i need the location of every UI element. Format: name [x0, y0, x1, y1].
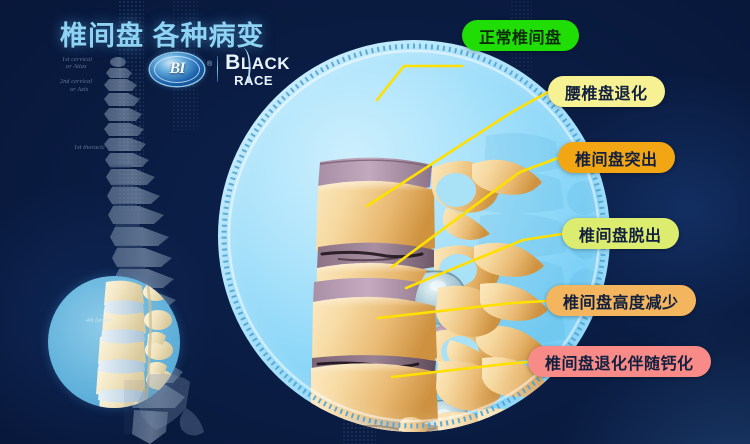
- healthy-spine-inset: 4th lumbar 5 S: [48, 276, 180, 408]
- inset-note: 5: [97, 368, 100, 374]
- spine-note: 1st thoracic: [74, 145, 105, 151]
- label-disc-degeneration-calcification[interactable]: 椎间盘退化伴随钙化: [528, 346, 711, 377]
- label-disc-protrusion[interactable]: 椎间盘突出: [558, 142, 675, 173]
- label-disc-height-loss[interactable]: 椎间盘高度减少: [546, 285, 696, 316]
- label-disc-extrusion[interactable]: 椎间盘脱出: [562, 218, 679, 249]
- logo-divider: [217, 56, 219, 82]
- spine-note: or Axis: [70, 87, 89, 93]
- healthy-lumbar-illustration: [96, 276, 174, 408]
- brand-emblem-icon: BI: [150, 52, 204, 86]
- label-lumbar-disc-degeneration[interactable]: 腰椎盘退化: [548, 76, 665, 107]
- brand-monogram: BI: [169, 60, 186, 77]
- label-normal-disc[interactable]: 正常椎间盘: [462, 20, 579, 51]
- spine-note: 1st cervical: [62, 57, 93, 63]
- inset-note: 4th lumbar: [86, 318, 113, 324]
- inset-note: S: [102, 388, 105, 394]
- level-extrusion: [312, 270, 548, 370]
- registered-mark: ®: [207, 60, 213, 68]
- spine-note: 2nd cervical: [60, 79, 93, 85]
- spine-note: or Atlas: [66, 64, 87, 70]
